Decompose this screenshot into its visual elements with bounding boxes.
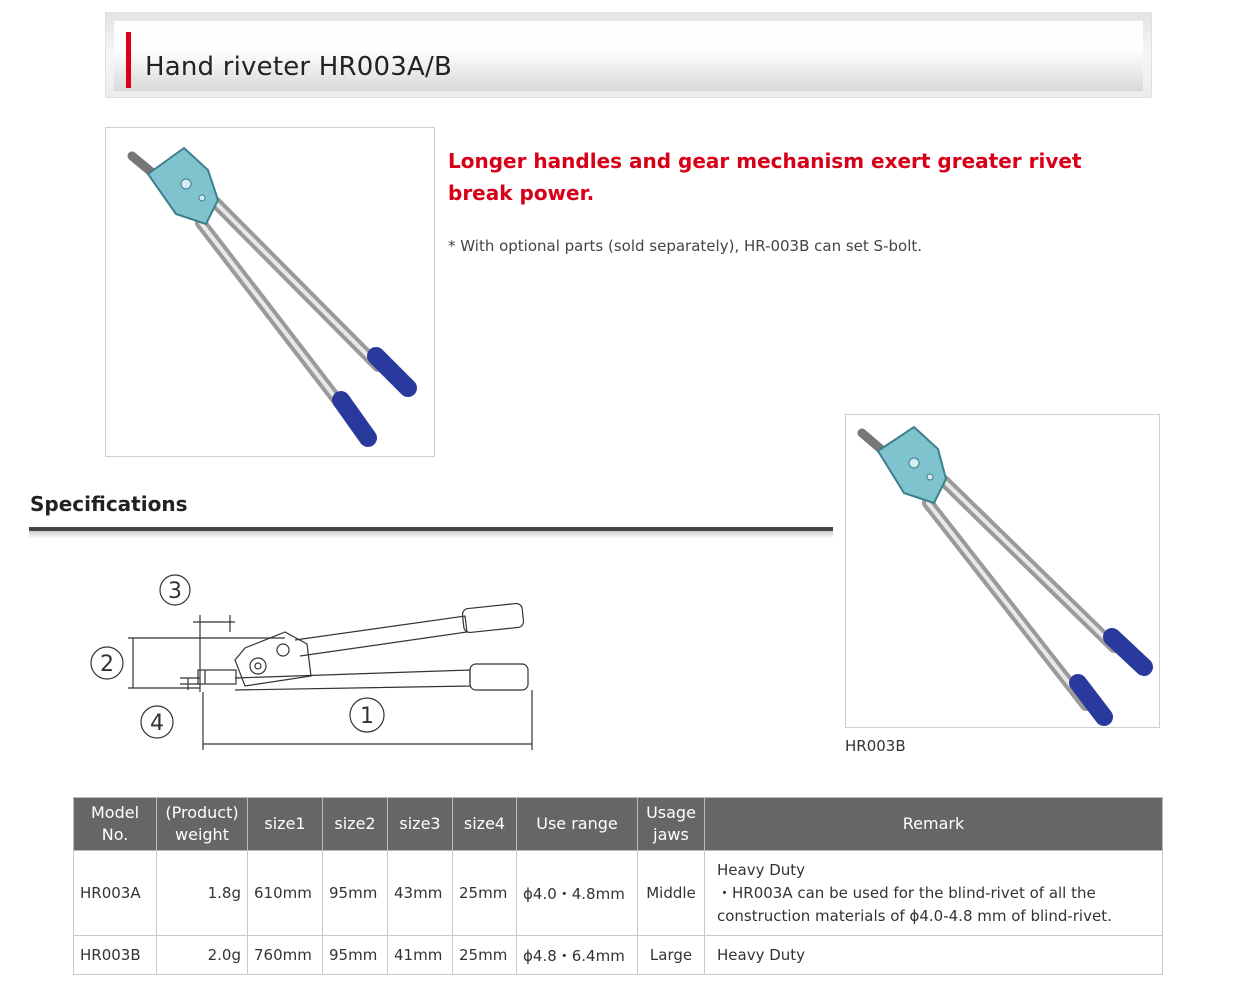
remark-line: Heavy Duty [717, 945, 806, 964]
riveter-illustration [127, 146, 417, 447]
cell-use-range: ϕ4.8・6.4mm [516, 935, 638, 975]
dim-label-3: 3 [168, 579, 182, 604]
table-header-row: Model No. (Product) weight size1 size2 s… [73, 797, 1163, 851]
header-use-range: Use range [516, 797, 638, 851]
dimension-diagram: 3 2 4 1 [90, 574, 533, 750]
cell-weight: 2.0g [156, 935, 248, 975]
specifications-rule [29, 527, 833, 531]
header-remark: Remark [704, 797, 1163, 851]
table-row: HR003A 1.8g 610mm 95mm 43mm 25mm ϕ4.0・4.… [73, 850, 1163, 936]
riveter-illustration-b [857, 425, 1153, 726]
specifications-table: Model No. (Product) weight size1 size2 s… [73, 797, 1163, 975]
header-size2: size2 [322, 797, 388, 851]
remark-line: Heavy Duty [717, 860, 806, 879]
remark-line: ・HR003A can be used for the blind-rivet … [717, 883, 1096, 902]
header-size4: size4 [452, 797, 517, 851]
cell-remark: Heavy Duty ・HR003A can be used for the b… [704, 850, 1163, 936]
specifications-heading: Specifications [30, 492, 188, 516]
cell-size4: 25mm [452, 935, 517, 975]
dim-label-4: 4 [150, 711, 164, 736]
product-headline: Longer handles and gear mechanism exert … [448, 149, 1082, 205]
cell-size1: 760mm [247, 935, 323, 975]
cell-usage-jaws: Large [637, 935, 705, 975]
cell-size1: 610mm [247, 850, 323, 936]
product-note: * With optional parts (sold separately),… [448, 237, 923, 255]
header-weight: (Product) weight [156, 797, 248, 851]
header-size1: size1 [247, 797, 323, 851]
remark-line: construction materials of ϕ4.0-4.8 mm of… [717, 906, 1112, 925]
title-inner: Hand riveter HR003A/B [114, 21, 1143, 91]
cell-remark: Heavy Duty [704, 935, 1163, 975]
cell-model: HR003A [73, 850, 157, 936]
table-row: HR003B 2.0g 760mm 95mm 41mm 25mm ϕ4.8・6.… [73, 935, 1163, 975]
header-usage-jaws: Usage jaws [637, 797, 705, 851]
product-image-main[interactable] [105, 127, 435, 457]
cell-model: HR003B [73, 935, 157, 975]
dim-label-1: 1 [360, 704, 374, 729]
product-image-hr003b[interactable] [845, 414, 1160, 728]
cell-size4: 25mm [452, 850, 517, 936]
cell-weight: 1.8g [156, 850, 248, 936]
cell-size3: 43mm [387, 850, 453, 936]
image-caption-hr003b: HR003B [845, 737, 906, 755]
title-accent-bar [126, 32, 131, 88]
header-size3: size3 [387, 797, 453, 851]
cell-usage-jaws: Middle [637, 850, 705, 936]
specifications-rule-shadow [29, 531, 833, 539]
dim-label-2: 2 [100, 652, 114, 677]
cell-size2: 95mm [322, 850, 388, 936]
cell-use-range: ϕ4.0・4.8mm [516, 850, 638, 936]
cell-size2: 95mm [322, 935, 388, 975]
title-bar: Hand riveter HR003A/B [105, 12, 1152, 98]
header-model: Model No. [73, 797, 157, 851]
cell-size3: 41mm [387, 935, 453, 975]
page-title: Hand riveter HR003A/B [145, 52, 452, 82]
